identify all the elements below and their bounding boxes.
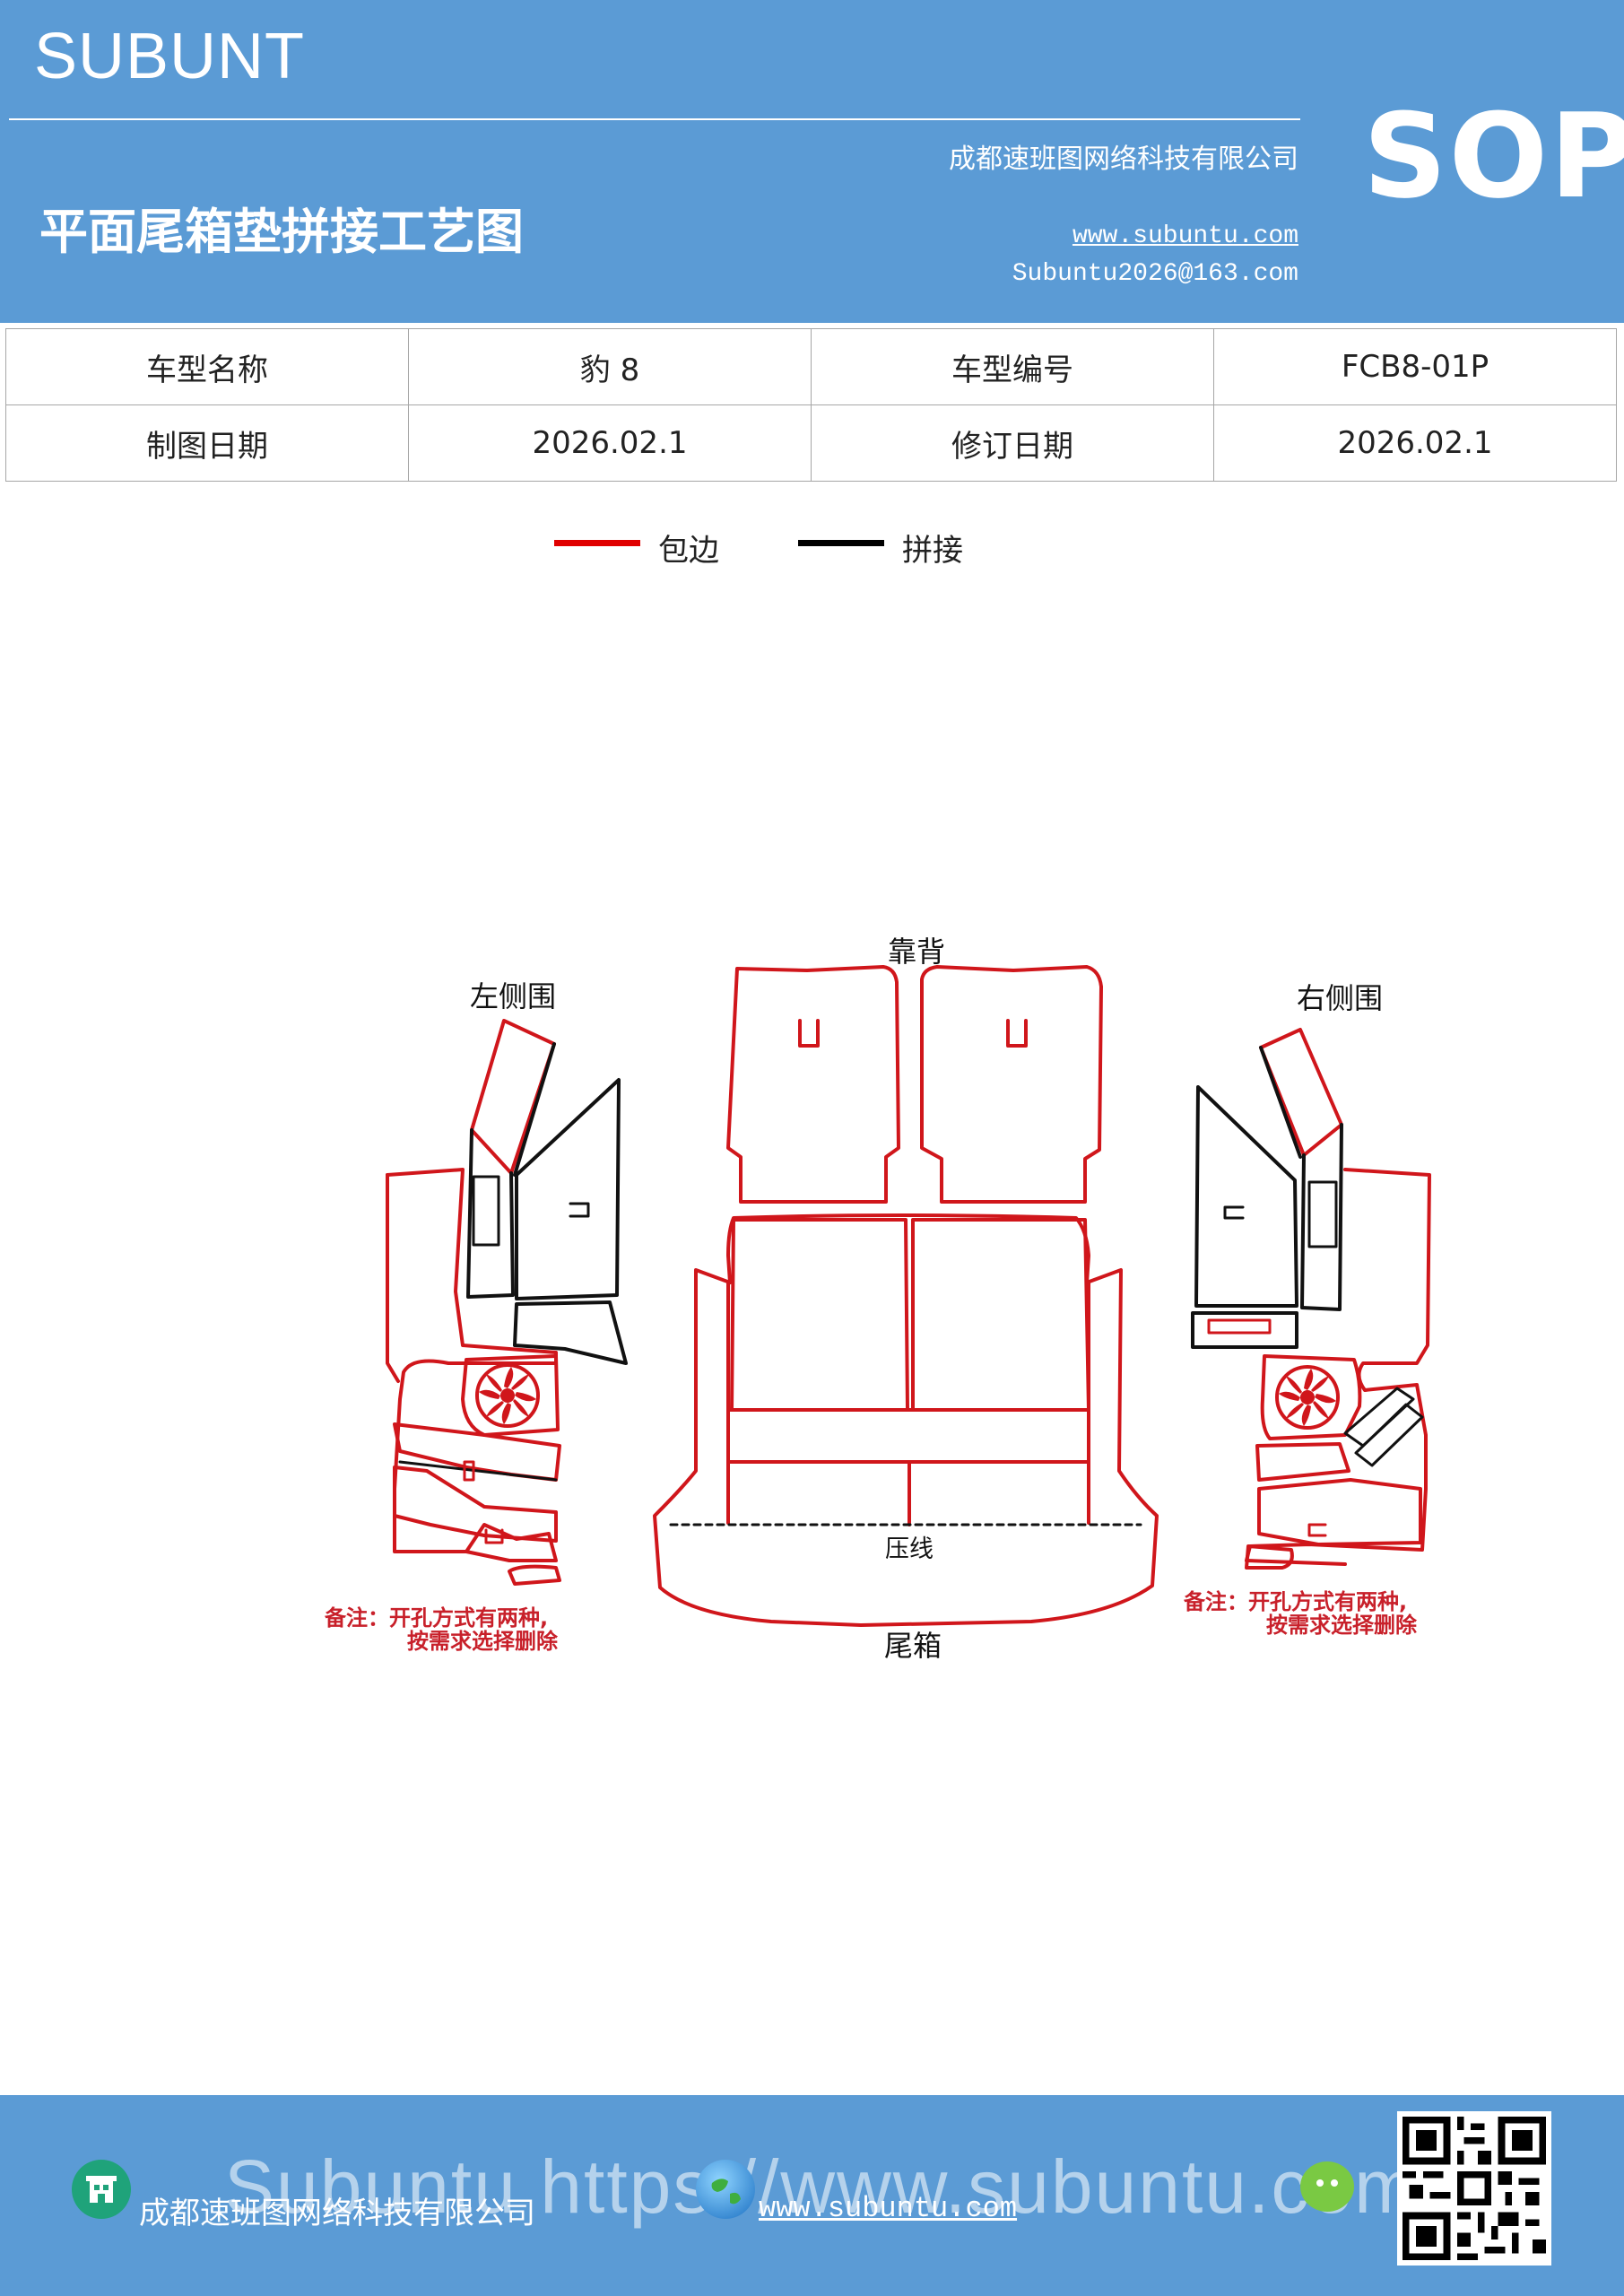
note-left-line2: 按需求选择删除	[407, 1629, 559, 1654]
right-bottom-tab	[1245, 1544, 1294, 1570]
footer-website[interactable]: www.subuntu.com	[759, 2192, 1018, 2225]
table-row: 车型名称 豹 8 车型编号 FCB8-01P	[5, 328, 1617, 405]
wechat-icon-glyph	[1316, 2179, 1338, 2187]
label-press-line: 压线	[885, 1535, 934, 1563]
left-lower-slot	[484, 1528, 504, 1544]
label-right-side: 右侧围	[1297, 981, 1383, 1015]
left-side-panels	[386, 1019, 628, 1586]
footer-band	[0, 2095, 1624, 2296]
right-outer-wall	[1245, 1168, 1431, 1566]
right-upper-strip	[1259, 1028, 1343, 1157]
left-seal-block	[461, 1354, 560, 1437]
document-title: 平面尾箱垫拼接工艺图	[39, 203, 524, 260]
trunk-floor	[653, 1213, 1159, 1627]
note-right-line2: 按需求选择删除	[1266, 1613, 1418, 1638]
value-model-code: FCB8-01P	[1213, 328, 1617, 405]
qr-code-icon	[1397, 2111, 1551, 2266]
left-fan-icon	[479, 1367, 536, 1424]
right-side-panels	[1191, 1028, 1431, 1570]
value-draw-date: 2026.02.1	[408, 404, 812, 482]
right-tri-panel	[1194, 1085, 1298, 1308]
left-lower-strip-2	[398, 1460, 558, 1482]
right-seal-block	[1260, 1354, 1362, 1440]
label-draw-date: 制图日期	[5, 404, 409, 482]
right-lower-strip-2	[1354, 1403, 1424, 1467]
label-trunk: 尾箱	[884, 1629, 942, 1663]
left-outer-wall	[386, 1168, 558, 1562]
header-divider	[9, 118, 1300, 120]
right-lower-slot	[1307, 1523, 1327, 1537]
qr-code-glyph	[1403, 2117, 1546, 2260]
legend-edge-swatch	[554, 540, 640, 546]
left-lower-strip-3	[393, 1465, 558, 1543]
email-address: Subuntu2026@163.com	[1012, 260, 1298, 288]
note-right-line1: 备注：开孔方式有两种,	[1183, 1589, 1407, 1614]
right-lower-strip-3	[1255, 1442, 1350, 1482]
right-slot-window	[1307, 1180, 1338, 1248]
note-left-line1: 备注：开孔方式有两种,	[324, 1605, 548, 1631]
value-revision-date: 2026.02.1	[1213, 404, 1617, 482]
left-slot-window	[472, 1175, 500, 1247]
left-lower-hole	[463, 1460, 475, 1482]
trunk-outline	[653, 1213, 1159, 1627]
right-upper-seam	[1259, 1046, 1343, 1311]
wechat-icon	[1300, 2161, 1354, 2212]
right-tri-hole	[1223, 1205, 1245, 1220]
label-model-code: 车型编号	[811, 328, 1214, 405]
brand-name: SUBUNT	[34, 21, 306, 92]
legend-edge-label: 包边	[658, 533, 719, 569]
backrest-right-panel	[920, 965, 1103, 1204]
company-name: 成都速班图网络科技有限公司	[949, 144, 1298, 175]
trunk-panel-top-right	[911, 1218, 1090, 1412]
left-upper-seam	[466, 1042, 556, 1299]
value-model-name: 豹 8	[408, 328, 812, 405]
backrest-hole-right	[1006, 1019, 1028, 1048]
table-row: 制图日期 2026.02.1 修订日期 2026.02.1	[5, 404, 1617, 482]
label-revision-date: 修订日期	[811, 404, 1214, 482]
footer-company: 成都速班图网络科技有限公司	[139, 2196, 535, 2231]
left-speaker	[475, 1363, 540, 1428]
footer-watermark: Subuntu https://www.subuntu.com	[224, 2144, 1420, 2229]
header-band	[0, 0, 1624, 323]
globe-icon	[696, 2160, 755, 2219]
globe-icon-glyph	[711, 2179, 741, 2205]
label-backrest: 靠背	[888, 935, 945, 969]
right-ledge-slot	[1207, 1318, 1272, 1335]
left-mid-ledge	[513, 1300, 628, 1365]
backrest-panels	[726, 965, 1103, 1204]
right-fan-icon	[1279, 1369, 1336, 1426]
backrest-hole-left	[798, 1019, 820, 1048]
left-outer-wall-a	[386, 1173, 400, 1383]
sop-badge: SOP	[1363, 88, 1624, 224]
left-tri-panel	[515, 1078, 621, 1300]
right-mid-ledge	[1191, 1311, 1298, 1349]
building-icon	[72, 2160, 131, 2219]
trunk-panel-top-left	[730, 1218, 909, 1412]
right-speaker	[1275, 1365, 1340, 1430]
right-lower-strip-1	[1343, 1387, 1415, 1448]
backrest-left-panel	[726, 965, 900, 1204]
label-model-name: 车型名称	[5, 328, 409, 405]
legend-seam-swatch	[798, 540, 884, 546]
website-link[interactable]: www.subuntu.com	[1072, 222, 1298, 250]
info-table: 车型名称 豹 8 车型编号 FCB8-01P 制图日期 2026.02.1 修订…	[5, 328, 1617, 482]
left-bottom-tab	[508, 1564, 561, 1586]
right-lower-strip-4	[1257, 1478, 1422, 1546]
left-tri-hole	[569, 1202, 590, 1218]
trunk-mat-diagram: 靠背 左侧围 右侧围 压线 尾箱 备注：开孔方式有两种, 按需求选择删除 备注：…	[324, 935, 1431, 1663]
building-icon-glyph	[86, 2176, 117, 2203]
legend-seam-label: 拼接	[902, 533, 963, 569]
label-left-side: 左侧围	[470, 979, 556, 1013]
